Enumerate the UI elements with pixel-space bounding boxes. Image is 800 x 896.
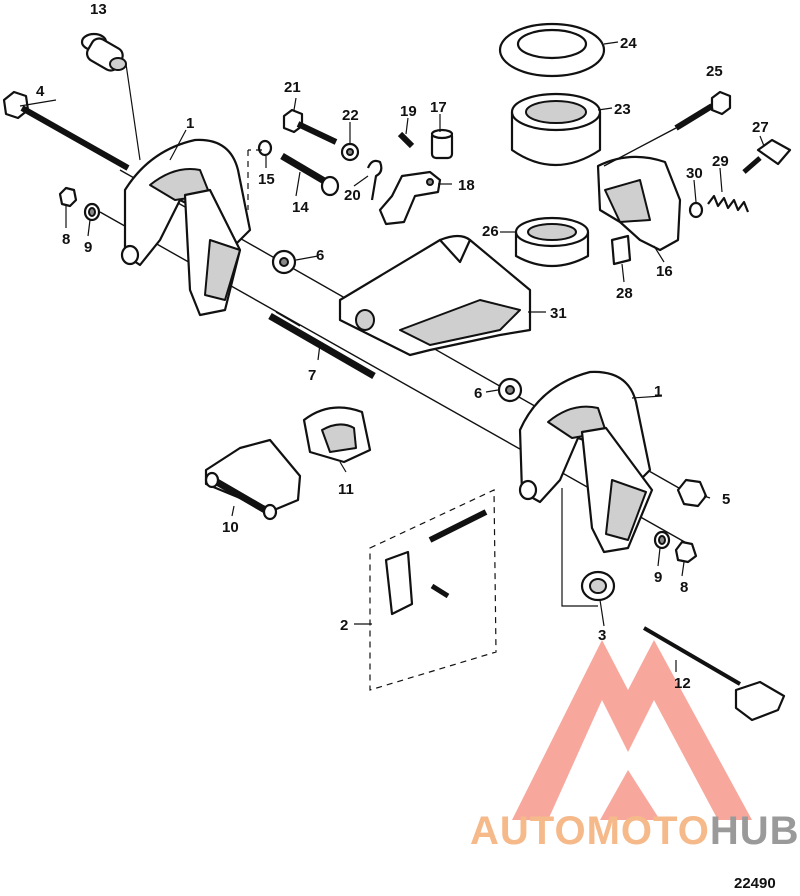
- part-24-ring: [498, 22, 606, 78]
- part-7-threaded-rod: [268, 311, 376, 380]
- part-30-washer: [688, 201, 704, 219]
- part-16-steering-head: [596, 155, 682, 252]
- part-1-right-clamp-bracket: [518, 370, 654, 554]
- callout-8-right: 8: [680, 579, 688, 596]
- part-11-clamp-half: [302, 406, 372, 464]
- callout-2: 2: [340, 617, 348, 634]
- callout-3: 3: [598, 627, 606, 644]
- callout-13: 13: [90, 1, 107, 18]
- part-29-spring: [707, 194, 750, 213]
- callout-4: 4: [36, 83, 45, 100]
- callout-18: 18: [458, 177, 475, 194]
- callout-15: 15: [258, 171, 275, 188]
- callout-6-upper: 6: [316, 247, 324, 264]
- callout-17: 17: [430, 99, 447, 116]
- part-6-washer-lower: [497, 377, 523, 403]
- callout-9-right: 9: [654, 569, 662, 586]
- part-12-cable: [642, 626, 786, 722]
- watermark-text-part2: HUB: [710, 809, 800, 853]
- part-9-washer-left: [83, 202, 101, 222]
- part-18-lever: [378, 170, 442, 226]
- leader-lines: [19, 41, 765, 672]
- callout-30: 30: [686, 165, 703, 182]
- callout-10: 10: [222, 519, 239, 536]
- callout-1-right: 1: [654, 383, 662, 400]
- part-3-knob: [561, 488, 616, 607]
- part-10-clamp-assembly: [204, 438, 302, 521]
- callout-29: 29: [712, 153, 729, 170]
- part-13-bushing: [80, 32, 141, 161]
- part-4-long-bolt: [2, 90, 130, 171]
- part-14-pin: [280, 152, 340, 197]
- callout-20: 20: [344, 187, 361, 204]
- part-31-swivel-bracket: [338, 234, 532, 357]
- part-2-kit-group: [369, 489, 497, 691]
- callout-26: 26: [482, 223, 499, 240]
- callout-19: 19: [400, 103, 417, 120]
- callout-11: 11: [338, 481, 354, 498]
- part-27-wing-screw: [742, 138, 792, 174]
- callout-14: 14: [292, 199, 309, 216]
- part-17-cylinder: [430, 128, 454, 160]
- part-5-nut: [676, 478, 708, 508]
- part-8-nut-right: [674, 540, 698, 564]
- part-9-washer-right: [653, 530, 671, 550]
- part-26-sleeve: [514, 216, 590, 267]
- part-25-bolt: [603, 90, 732, 167]
- callout-24: 24: [620, 35, 637, 52]
- callout-31: 31: [550, 305, 567, 322]
- callout-16: 16: [656, 263, 673, 280]
- part-20-spring: [366, 159, 383, 201]
- part-15-o-ring: [257, 139, 273, 157]
- callout-7: 7: [308, 367, 316, 384]
- callout-6-lower: 6: [474, 385, 482, 402]
- watermark-text-part1: AUTOMOTO: [470, 809, 710, 853]
- part-23-split-bearing: [510, 92, 602, 166]
- watermark-text: AUTOMOTOHUB: [470, 809, 800, 853]
- part-21-bolt: [282, 108, 338, 145]
- callout-8-left: 8: [62, 231, 70, 248]
- callout-5: 5: [722, 491, 730, 508]
- callout-1-left: 1: [186, 115, 194, 132]
- part-28-wedge: [610, 234, 632, 266]
- callout-25: 25: [706, 63, 723, 80]
- callout-21: 21: [284, 79, 301, 96]
- watermark-logo: [512, 640, 752, 820]
- callout-27: 27: [752, 119, 769, 136]
- callout-22: 22: [342, 107, 359, 124]
- part-1-left-clamp-bracket: [120, 138, 252, 317]
- callout-23: 23: [614, 101, 631, 118]
- figure-number: 22490: [734, 875, 776, 892]
- callout-9-left: 9: [84, 239, 92, 256]
- callout-28: 28: [616, 285, 633, 302]
- part-6-washer-upper: [271, 249, 297, 275]
- callout-12: 12: [674, 675, 691, 692]
- part-22-washer: [340, 142, 360, 162]
- part-8-nut-left: [58, 186, 78, 208]
- part-19-small-pin: [397, 131, 415, 149]
